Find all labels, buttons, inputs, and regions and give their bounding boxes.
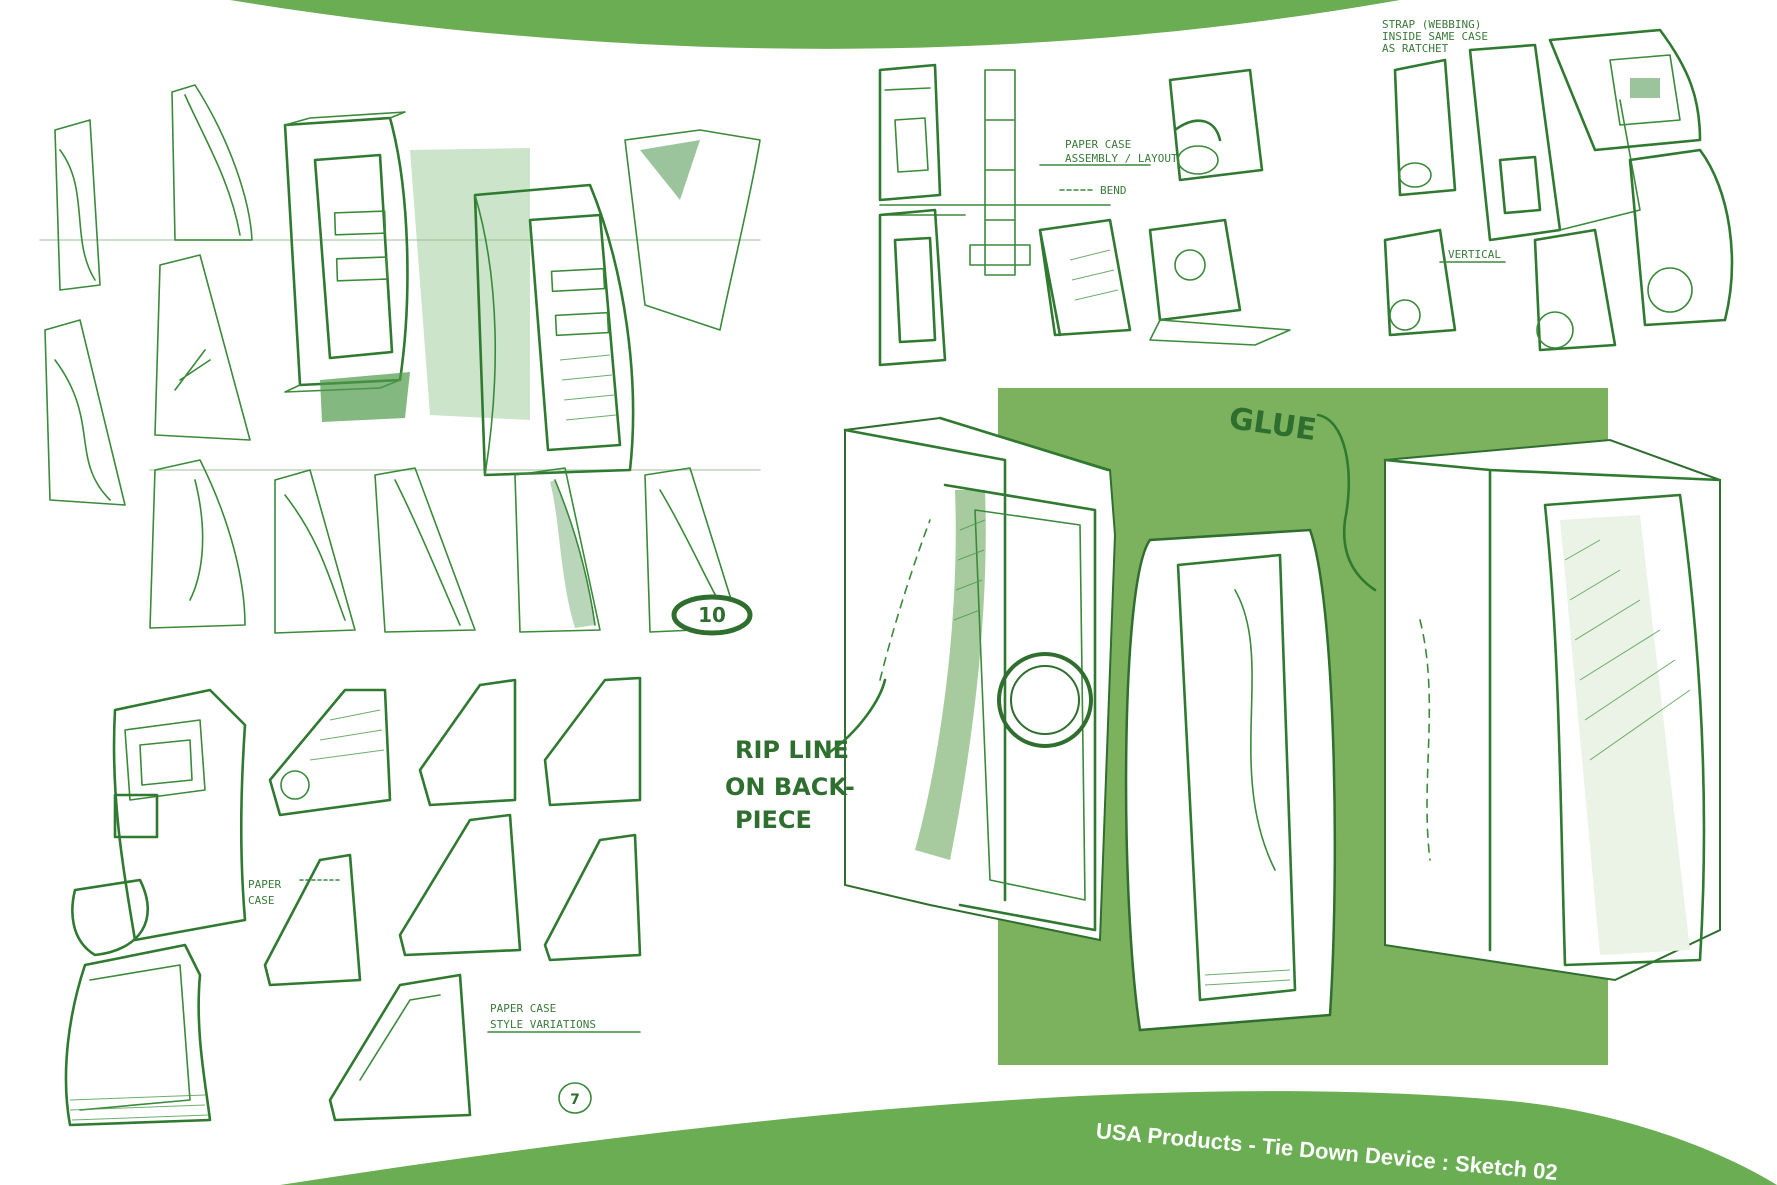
sketch-panel-profiles: 10	[39, 84, 761, 636]
svg-text:RIP LINE: RIP LINE	[735, 736, 849, 764]
svg-text:VERTICAL: VERTICAL	[1448, 248, 1501, 261]
sketch-panel-variations: PAPER CASE PAPER CASE STYLE VARIATIONS 7	[64, 676, 642, 1127]
paper-case-label: PAPER CASE	[248, 878, 341, 907]
glue-label: GLUE	[1227, 401, 1377, 592]
shadow-block-a2	[410, 148, 530, 420]
svg-text:PAPER CASE: PAPER CASE	[1065, 138, 1131, 151]
style-variations-label: PAPER CASE STYLE VARIATIONS	[487, 1002, 641, 1033]
svg-text:BEND: BEND	[1100, 184, 1127, 197]
svg-text:INSIDE SAME CASE: INSIDE SAME CASE	[1382, 30, 1488, 43]
shadow-block-a	[320, 372, 410, 422]
svg-text:ASSEMBLY / LAYOUT: ASSEMBLY / LAYOUT	[1065, 152, 1178, 165]
sketch-panel-assembly: PAPER CASE ASSEMBLY / LAYOUT BEND	[878, 63, 1291, 367]
vertical-label: VERTICAL	[1439, 248, 1506, 263]
svg-text:STYLE VARIATIONS: STYLE VARIATIONS	[490, 1018, 596, 1031]
page-number-7: 7	[570, 1092, 580, 1108]
svg-text:ON BACK-: ON BACK-	[725, 773, 855, 801]
svg-text:PAPER: PAPER	[248, 878, 281, 891]
page-number-badge-10	[671, 594, 753, 636]
sketch-panel-strap: STRAP (WEBBING) INSIDE SAME CASE AS RATC…	[1382, 18, 1734, 352]
paper-case-assembly-label: PAPER CASE ASSEMBLY / LAYOUT	[1039, 138, 1178, 166]
top-swoosh	[230, 0, 1400, 49]
sketch-panel-main: GLUE RIP LINE ON BACK- PIECE	[725, 388, 1722, 1065]
page-number-10: 10	[698, 603, 726, 627]
svg-text:STRAP (WEBBING): STRAP (WEBBING)	[1382, 18, 1481, 31]
svg-text:AS RATCHET: AS RATCHET	[1382, 42, 1449, 55]
svg-text:PIECE: PIECE	[735, 806, 812, 834]
bend-label: BEND	[1059, 184, 1127, 197]
svg-text:PAPER CASE: PAPER CASE	[490, 1002, 556, 1015]
bottom-swoosh	[280, 1091, 1777, 1185]
strap-note: STRAP (WEBBING) INSIDE SAME CASE AS RATC…	[1382, 18, 1488, 55]
rip-line-label: RIP LINE ON BACK- PIECE	[725, 678, 887, 834]
svg-text:CASE: CASE	[248, 894, 275, 907]
